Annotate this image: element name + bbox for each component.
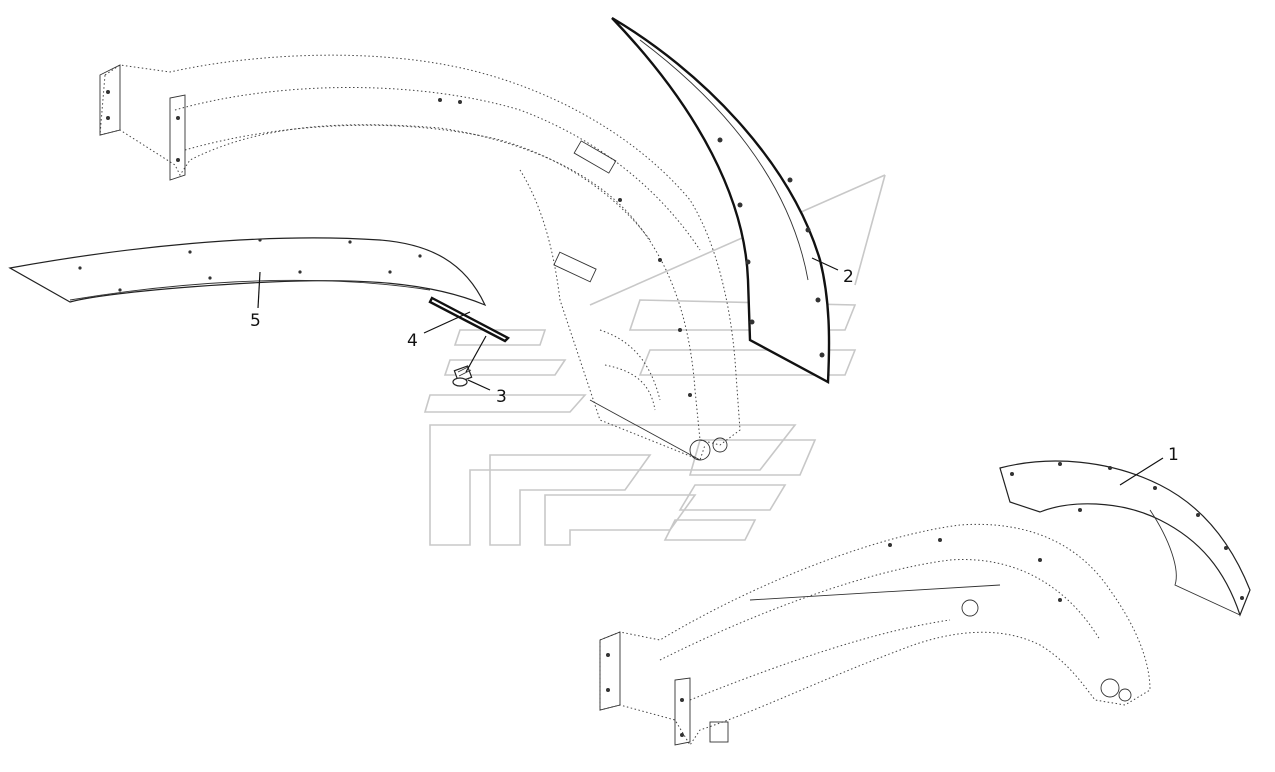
leader-3 bbox=[467, 379, 491, 391]
callout-2: 2 bbox=[843, 267, 854, 287]
callout-3: 3 bbox=[496, 387, 507, 407]
leader-4 bbox=[423, 311, 471, 334]
leader-1 bbox=[1119, 457, 1164, 486]
leader-2 bbox=[811, 257, 839, 271]
callout-leaders bbox=[257, 257, 1164, 486]
cover-panel-part-1 bbox=[999, 460, 1251, 617]
watermark-logo bbox=[423, 174, 886, 546]
bolt-part-3 bbox=[452, 365, 473, 387]
mudflap-strip-part-5 bbox=[8, 237, 487, 307]
fender-extension-part-2 bbox=[611, 16, 831, 384]
fender-upper-assembly bbox=[99, 54, 741, 461]
washer-strip-part-4 bbox=[428, 296, 511, 343]
fender-lower-assembly bbox=[599, 523, 1151, 746]
callout-1: 1 bbox=[1168, 445, 1179, 465]
leader-5 bbox=[257, 271, 261, 309]
leader-4b bbox=[465, 335, 487, 373]
callout-labels: 1 2 3 4 5 bbox=[250, 267, 1179, 465]
callout-5: 5 bbox=[250, 311, 261, 331]
callout-4: 4 bbox=[407, 331, 418, 351]
